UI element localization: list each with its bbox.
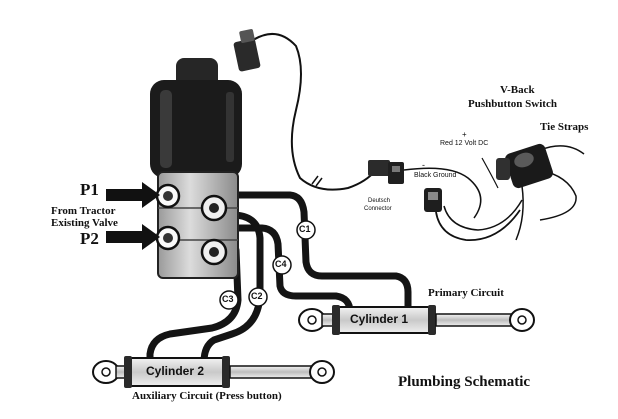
deutsch-connector-icon: [368, 160, 404, 184]
pushbutton-switch-icon: [496, 143, 553, 189]
c2-tag-label: C2: [251, 291, 263, 301]
c3-tag-label: C3: [222, 294, 234, 304]
cylinder-2-label: Cylinder 2: [146, 364, 205, 378]
solenoid-plug: [233, 29, 261, 72]
p1-label: P1: [80, 180, 99, 199]
c4-tag-circle: [272, 255, 292, 275]
p2-arrow-icon: [106, 224, 160, 250]
c1-tag-circle: [296, 220, 316, 240]
hose-c1: [232, 191, 412, 312]
primary-circuit-label: Primary Circuit: [428, 287, 504, 299]
solenoid-cable: [249, 33, 377, 191]
deutsch-label-line2: Connector: [364, 206, 392, 212]
ground-connector-icon: [424, 188, 442, 212]
vback-label-line1: V-Back: [500, 84, 535, 96]
black-ground-label: Black Ground: [414, 172, 457, 179]
plumbing-schematic-title: Plumbing Schematic: [398, 374, 531, 390]
deutsch-label-line1: Deutsch: [368, 198, 391, 204]
cylinder-1-label: Cylinder 1: [350, 312, 409, 326]
c1-tag-label: C1: [299, 224, 311, 234]
from-tractor-label: From Tractor: [51, 205, 116, 217]
red-12v-label: Red 12 Volt DC: [440, 140, 489, 147]
existing-valve-label: Existing Valve: [51, 217, 118, 229]
auxiliary-circuit-label: Auxiliary Circuit (Press button): [132, 390, 282, 402]
c2-tag-circle: [248, 287, 268, 307]
plus-label: +: [462, 130, 467, 139]
cylinder-1: [298, 305, 535, 335]
hose-c3: [146, 246, 242, 366]
c3-tag-circle: [219, 290, 239, 310]
minus-label: -: [422, 160, 425, 170]
cylinder-2: [92, 356, 335, 388]
c4-tag-label: C4: [275, 259, 287, 269]
valve-body: [155, 171, 239, 279]
hose-c2: [200, 211, 264, 366]
solenoid-coil: [150, 58, 242, 178]
p1-arrow-icon: [106, 182, 160, 208]
p2-label: P2: [80, 229, 99, 248]
vback-label-line2: Pushbutton Switch: [468, 98, 557, 110]
hose-c4: [232, 224, 354, 322]
tie-straps-label: Tie Straps: [540, 121, 589, 133]
